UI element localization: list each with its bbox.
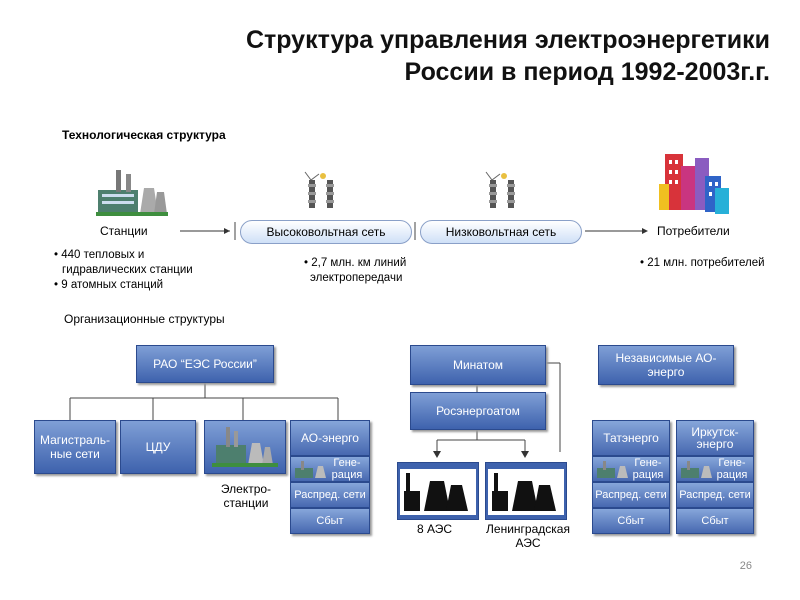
high-voltage-network: Высоковольтная сеть xyxy=(240,220,412,244)
rao-ues-box: РАО “ЕЭС России” xyxy=(136,345,274,383)
insulator-icon xyxy=(301,168,341,212)
power-stations-label: Электро-станции xyxy=(220,482,272,510)
leningrad-npp-label: Ленинградская АЭС xyxy=(486,522,570,550)
title-line-1: Структура управления электроэнергетики xyxy=(245,26,770,54)
tatenergo-stack: Татэнерго Гене-рация Распред. сети Сбыт xyxy=(592,420,670,534)
rosenergoatom-box: Росэнергоатом xyxy=(410,392,546,430)
consumer-facts: • 21 млн. потребителей xyxy=(640,256,790,271)
consumers-label: Потребители xyxy=(657,224,730,238)
page-number: 26 xyxy=(739,560,752,572)
nuclear-plant-icon xyxy=(485,462,567,520)
power-plant-icon xyxy=(681,461,712,478)
generation-box: Гене-рация xyxy=(676,456,754,482)
buildings-icon xyxy=(655,148,735,218)
stations-facts: • 440 тепловых и гидравлических станции … xyxy=(54,248,254,293)
generation-box: Гене-рация xyxy=(290,456,370,482)
distribution-box: Распред. сети xyxy=(676,482,754,508)
cdu-box: ЦДУ xyxy=(120,420,196,474)
list-item: • 2,7 млн. км линий xyxy=(304,257,407,269)
org-structure-heading: Организационные структуры xyxy=(64,312,225,326)
power-plant-icon xyxy=(295,461,326,478)
trunk-networks-box: Магистраль-ные сети xyxy=(34,420,116,474)
minatom-box: Минатом xyxy=(410,345,546,385)
generation-box: Гене-рация xyxy=(592,456,670,482)
page-title: Структура управления электроэнергетики Р… xyxy=(50,24,770,88)
tech-structure-heading: Технологическая структура xyxy=(62,128,226,142)
grid-facts: • 2,7 млн. км линий электропередачи xyxy=(304,256,464,286)
irkutskenergo-stack: Иркутск-энерго Гене-рация Распред. сети … xyxy=(676,420,754,534)
power-plant-icon xyxy=(212,427,278,467)
irkutskenergo-box: Иркутск-энерго xyxy=(676,420,754,456)
title-line-2: России в период 1992-2003г.г. xyxy=(404,58,770,86)
ao-energo-box: АО-энерго xyxy=(290,420,370,456)
npp-8-label: 8 АЭС xyxy=(417,522,453,536)
power-plant-icon xyxy=(96,168,168,218)
nuclear-plant-icon xyxy=(397,462,479,520)
list-item: • 9 атомных станций xyxy=(54,279,164,291)
list-item: • 440 тепловых и xyxy=(54,249,145,261)
distribution-box: Распред. сети xyxy=(592,482,670,508)
independent-ao-energo-box: Независимые АО-энерго xyxy=(598,345,734,385)
power-plant-icon xyxy=(597,461,628,478)
distribution-box: Распред. сети xyxy=(290,482,370,508)
list-item: • 21 млн. потребителей xyxy=(640,257,765,269)
low-voltage-network: Низковольтная сеть xyxy=(420,220,582,244)
insulator-icon xyxy=(482,168,522,212)
sales-box: Сбыт xyxy=(676,508,754,534)
stations-label: Станции xyxy=(100,224,148,238)
list-item: гидравлических станции xyxy=(62,264,193,276)
tatenergo-box: Татэнерго xyxy=(592,420,670,456)
sales-box: Сбыт xyxy=(290,508,370,534)
ao-energo-stack: АО-энерго Гене-рация Распред. сети Сбыт xyxy=(290,420,370,534)
power-stations-box xyxy=(204,420,286,474)
sales-box: Сбыт xyxy=(592,508,670,534)
list-item: электропередачи xyxy=(310,272,403,284)
